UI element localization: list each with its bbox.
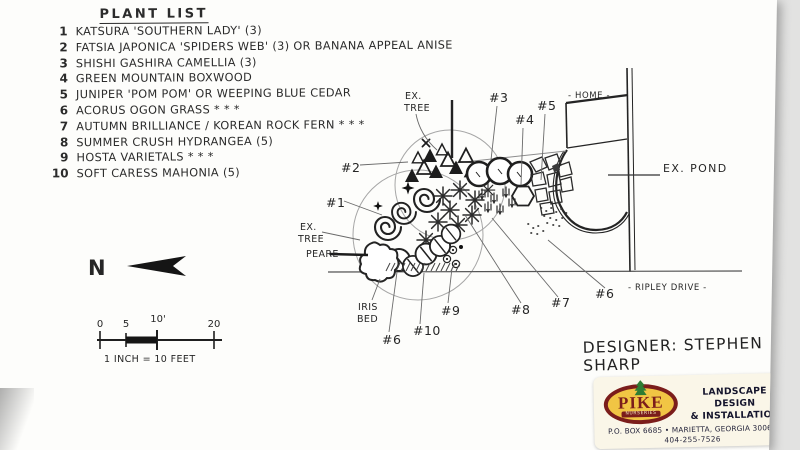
- pike-business-card: PIKE NURSERIES LANDSCAPE DESIGN & INSTAL…: [593, 372, 780, 450]
- label-p6-right: #6: [595, 286, 614, 301]
- pike-logo: PIKE NURSERIES: [603, 380, 679, 425]
- pond-edge: [552, 149, 630, 234]
- stipple-groundcover: [527, 207, 568, 235]
- label-p9: #9: [441, 303, 460, 318]
- label-p3: #3: [489, 90, 508, 105]
- pike-brand-sub: NURSERIES: [621, 410, 661, 418]
- sketch-labels: EX. TREE #3 #4 #5 - HOME - EX. POND #2 #…: [297, 90, 728, 347]
- label-iris-1: IRIS: [358, 302, 378, 313]
- scale-tick-10: 10': [150, 314, 165, 325]
- leader-lines: [321, 105, 660, 333]
- bed-edge-line: [454, 150, 567, 164]
- scale-bar: 0 5 10' 20 1 INCH = 10 FEET: [97, 314, 222, 365]
- camellia-symbols: [465, 156, 534, 188]
- pike-tree-icon: [633, 380, 647, 400]
- north-arrow: N: [88, 256, 186, 280]
- boxwood-hexagon: [510, 185, 536, 207]
- label-ex-tree-top-1: EX.: [405, 91, 422, 102]
- scale-tick-0: 0: [97, 319, 103, 330]
- label-p4: #4: [515, 112, 534, 127]
- scale-tick-5: 5: [123, 319, 129, 330]
- label-street: - RIPLEY DRIVE -: [628, 283, 707, 293]
- pike-tagline-line1: LANDSCAPE DESIGN: [702, 385, 767, 410]
- flagstone-rocks: [529, 153, 574, 216]
- label-home: - HOME -: [568, 91, 610, 101]
- driveway-line: [327, 270, 743, 273]
- spiral-shrub-symbols: [373, 181, 442, 242]
- pike-tagline-line2: & INSTALLATION: [690, 409, 780, 423]
- ground-hatching: [385, 262, 461, 272]
- scale-tick-20: 20: [208, 319, 221, 330]
- scale-note: 1 INCH = 10 FEET: [104, 354, 196, 365]
- label-p8: #8: [511, 302, 530, 317]
- north-label: N: [88, 256, 106, 280]
- designer-credit: DESIGNER: STEPHEN SHARP: [582, 334, 764, 375]
- label-p2: #2: [341, 160, 360, 175]
- iris-bed-blob: [358, 241, 400, 283]
- label-p1: #1: [326, 195, 345, 210]
- label-ex-tree-top-2: TREE: [403, 103, 430, 114]
- label-ex-tree-left-2: TREE: [297, 234, 324, 245]
- label-p6: #6: [382, 332, 401, 347]
- label-p10: #10: [413, 323, 441, 338]
- label-p7: #7: [551, 295, 570, 310]
- label-ex-pond: EX. POND: [663, 162, 728, 175]
- pike-tagline: LANDSCAPE DESIGN & INSTALLATION: [683, 385, 780, 423]
- triangle-shrub-symbols: [405, 143, 477, 182]
- house-outline: [565, 67, 636, 273]
- label-peare: PEARE: [306, 249, 339, 260]
- label-ex-tree-left-1: EX.: [300, 222, 317, 233]
- small-circle-symbols: [442, 245, 463, 269]
- label-p5: #5: [537, 98, 556, 113]
- label-iris-2: BED: [357, 314, 378, 325]
